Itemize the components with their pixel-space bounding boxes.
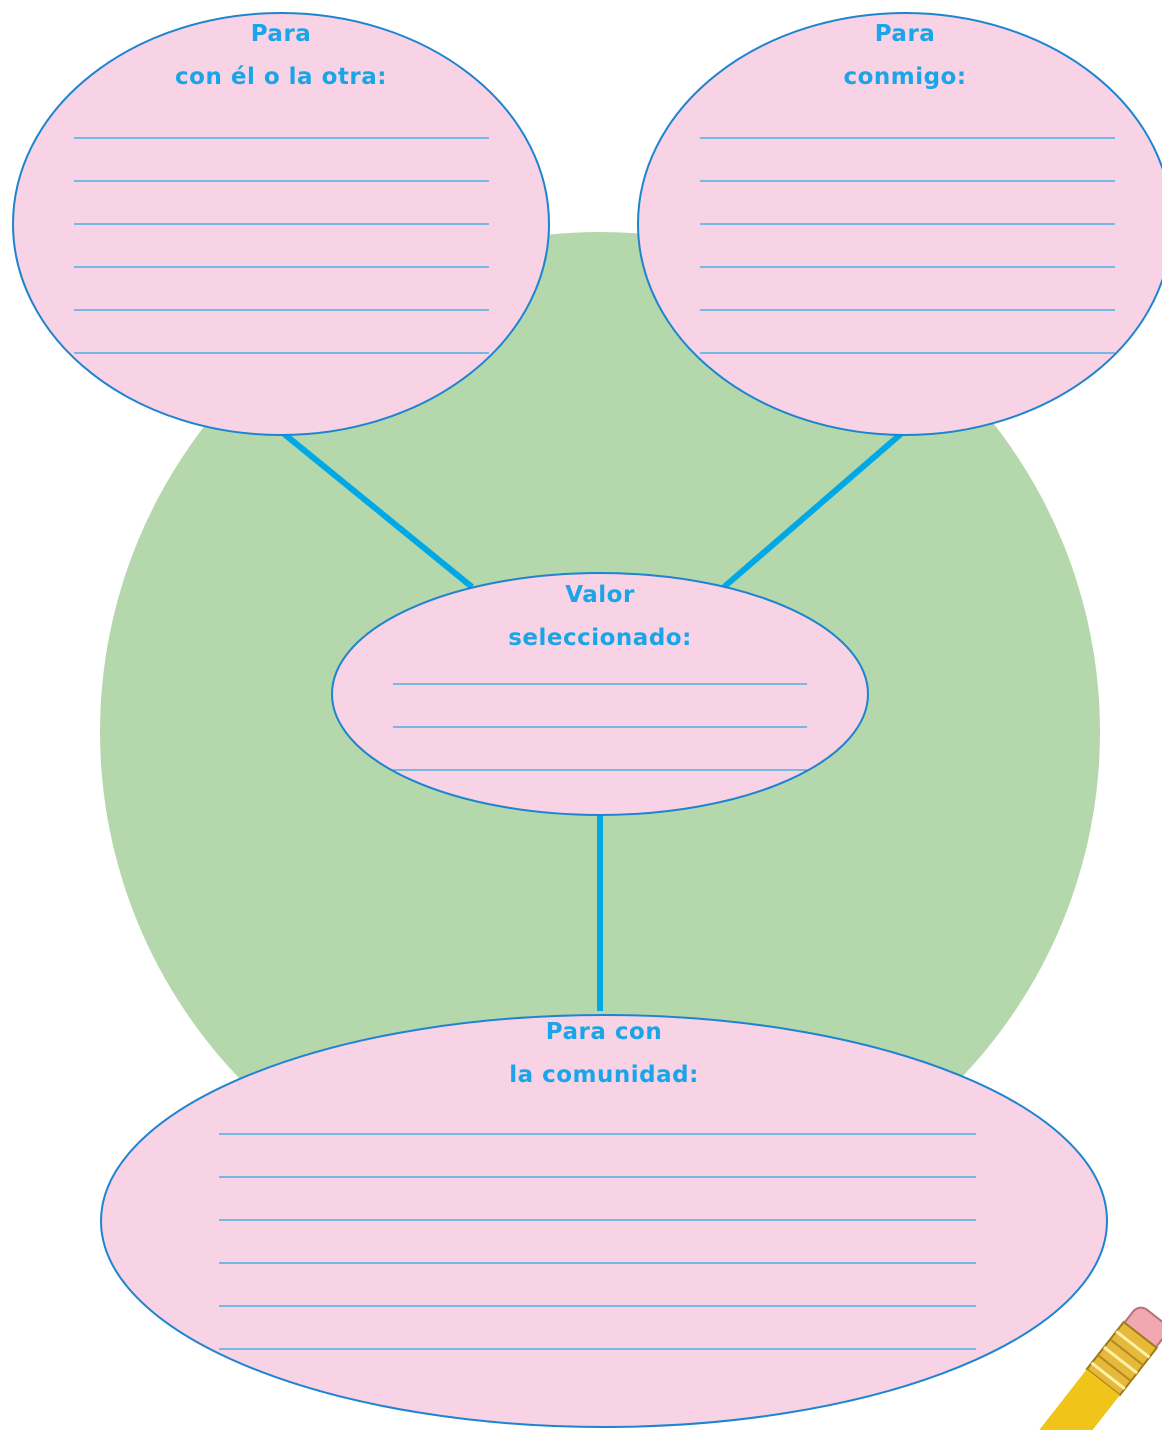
bubble-center-shape bbox=[332, 573, 868, 815]
bubble-center: Valor seleccionado: bbox=[332, 573, 868, 815]
bubble-center-title-line2: seleccionado: bbox=[508, 625, 692, 651]
bubble-bottom-title-line1: Para con bbox=[546, 1019, 662, 1045]
pencil-icon bbox=[1037, 1303, 1162, 1430]
bubble-center-title-line1: Valor bbox=[565, 582, 635, 608]
bubble-right-title-line1: Para bbox=[875, 21, 936, 47]
bubble-bottom-title-line2: la comunidad: bbox=[509, 1062, 699, 1088]
bubble-right-title-line2: conmigo: bbox=[843, 64, 966, 90]
bubble-left-title-line2: con él o la otra: bbox=[175, 64, 387, 90]
bubble-left-title-line1: Para bbox=[251, 21, 312, 47]
bubble-left: Para con él o la otra: bbox=[13, 13, 549, 435]
bubble-right: Para conmigo: bbox=[638, 13, 1162, 435]
bubble-bottom: Para con la comunidad: bbox=[101, 1015, 1107, 1427]
